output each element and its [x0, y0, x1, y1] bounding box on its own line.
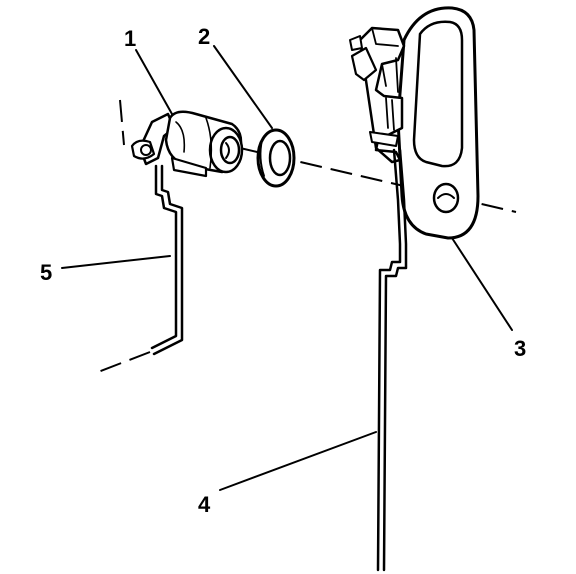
lock-cylinder [130, 110, 244, 178]
outside-door-handle [349, 6, 480, 240]
callout-2: 2 [198, 24, 210, 49]
callout-5: 5 [40, 260, 52, 285]
leader-lines [61, 45, 513, 491]
lock-cylinder-gasket [256, 128, 296, 188]
callout-1: 1 [124, 26, 136, 51]
lock-cylinder-rod [97, 164, 184, 373]
callout-3: 3 [514, 336, 526, 361]
callout-4: 4 [198, 492, 211, 517]
leader-line-3 [451, 237, 513, 331]
leader-line-2 [213, 45, 273, 129]
lock-rod [376, 148, 408, 572]
leader-line-1 [135, 49, 173, 115]
leader-line-5 [61, 255, 171, 269]
leader-line-4 [219, 431, 377, 491]
